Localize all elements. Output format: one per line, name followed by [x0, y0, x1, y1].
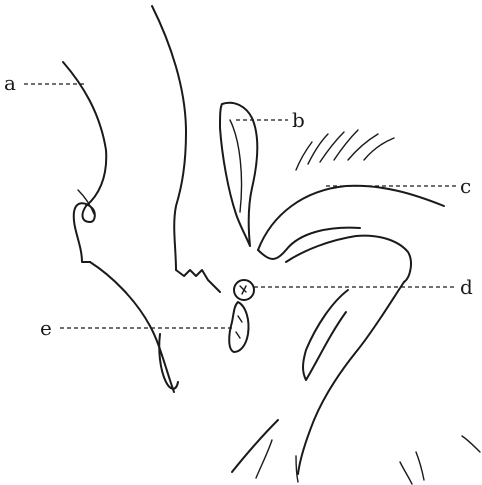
label-b: b — [292, 108, 305, 132]
right-descending-contour — [298, 282, 404, 474]
left-inner-loop — [159, 334, 178, 389]
right-lower-curve — [232, 420, 278, 472]
label-c: c — [460, 174, 471, 198]
hair-strands — [296, 130, 394, 170]
lower-stroke-2 — [296, 456, 298, 482]
label-e: e — [40, 316, 52, 340]
right-inner-fold — [303, 290, 348, 380]
central-jagged-base — [176, 270, 220, 292]
elongated-body-e-detail — [236, 316, 242, 338]
figure-labels: a b c d e — [4, 71, 473, 340]
drawing-strokes — [63, 6, 480, 484]
label-a: a — [4, 71, 16, 95]
curved-structure-c — [258, 186, 444, 250]
left-hook-contour — [74, 203, 95, 262]
label-d: d — [460, 275, 473, 299]
elongated-body-e — [229, 302, 248, 352]
left-lower-contour — [90, 262, 174, 392]
right-dome — [286, 236, 411, 282]
curved-structure-c-lower — [258, 228, 360, 259]
lower-stroke-4 — [416, 452, 424, 480]
lower-stroke-5 — [462, 436, 480, 452]
central-tall-contour — [152, 6, 186, 270]
round-cell-d-detail — [240, 286, 246, 294]
lower-stroke-3 — [400, 462, 412, 484]
lower-stroke-1 — [256, 440, 272, 478]
process-b — [220, 103, 257, 246]
